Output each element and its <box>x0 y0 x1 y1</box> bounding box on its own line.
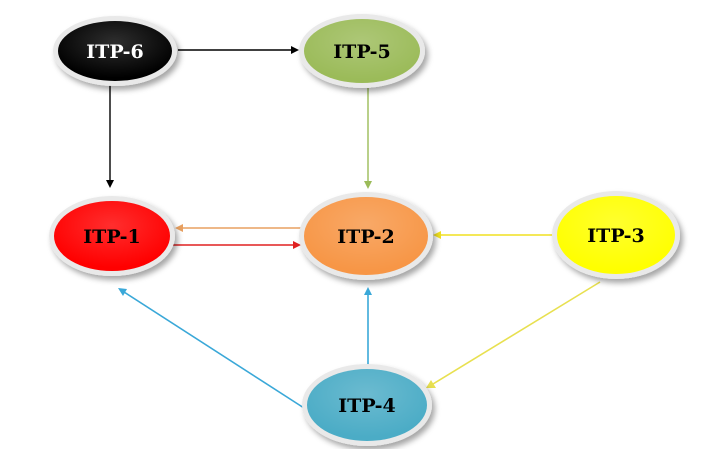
edges <box>106 46 601 409</box>
edge-itp6-to-itp5 <box>178 46 299 54</box>
edge-itp3-to-itp4 <box>426 281 601 388</box>
edge-itp3-to-itp2 <box>433 231 554 239</box>
edge-itp5-to-itp2 <box>364 88 372 189</box>
edge-itp4-to-itp1 <box>118 288 305 409</box>
edge-itp4-to-itp2 <box>364 287 372 366</box>
edge-itp6-to-itp1 <box>106 82 114 188</box>
node-itp1-label: ITP-1 <box>83 226 140 248</box>
node-itp6-label: ITP-6 <box>86 41 143 63</box>
node-itp5-label: ITP-5 <box>333 41 390 63</box>
node-itp1[interactable]: ITP-1 <box>49 196 175 276</box>
node-itp5[interactable]: ITP-5 <box>299 14 425 88</box>
node-itp2-label: ITP-2 <box>337 226 394 248</box>
edge-itp2-to-itp1 <box>175 224 302 232</box>
node-itp3-label: ITP-3 <box>587 225 644 247</box>
node-itp3[interactable]: ITP-3 <box>552 191 680 279</box>
node-itp2[interactable]: ITP-2 <box>299 192 433 280</box>
node-itp4[interactable]: ITP-4 <box>302 364 432 446</box>
node-itp6[interactable]: ITP-6 <box>53 16 177 86</box>
edge-itp1-to-itp2 <box>172 241 301 249</box>
node-itp4-label: ITP-4 <box>338 395 395 417</box>
